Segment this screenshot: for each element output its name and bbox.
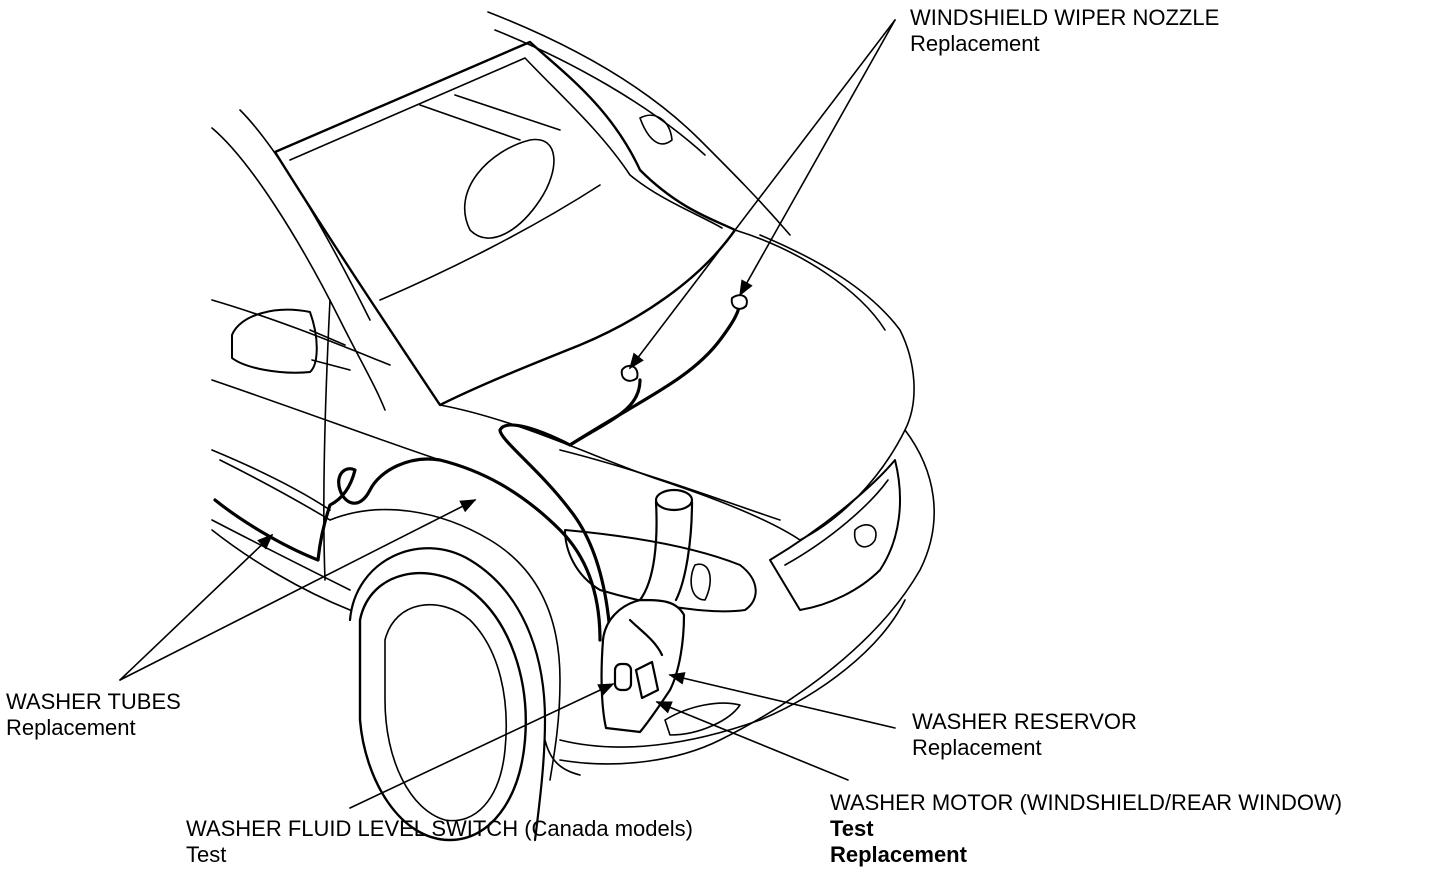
- rocker-panel: [211, 519, 351, 591]
- wiper-nozzle-right: [730, 294, 748, 310]
- leader-washer-motor: [655, 701, 849, 781]
- label-washer-tubes: WASHER TUBES Replacement: [6, 689, 181, 741]
- reservoir-filler-cap: [654, 488, 694, 512]
- wiper-nozzles: [620, 294, 748, 382]
- label-fluid-level-switch-action: Test: [186, 842, 227, 867]
- bumper-lower: [559, 599, 906, 748]
- headlight: [564, 529, 757, 613]
- wheel-arch: [348, 547, 547, 842]
- leader-washer-tubes-1: [119, 533, 274, 681]
- washer-tubes: [213, 298, 742, 692]
- door-gap: [323, 299, 331, 581]
- fender-line: [329, 508, 561, 781]
- leader-lines: [119, 19, 896, 809]
- hood-edge: [439, 234, 915, 541]
- grille-badge: [853, 524, 877, 548]
- label-washer-tubes-title: WASHER TUBES: [6, 689, 181, 714]
- grille-inner: [784, 479, 889, 566]
- interior-line: [419, 94, 561, 141]
- label-washer-motor-title: WASHER MOTOR (WINDSHIELD/REAR WINDOW): [830, 790, 1343, 815]
- grille: [769, 459, 901, 611]
- fog-light: [664, 702, 741, 736]
- washer-motor: [634, 660, 660, 700]
- washer-tube-nozzle-right: [568, 298, 742, 447]
- reservoir-inner: [628, 618, 664, 657]
- leader-washer-tubes-2: [119, 499, 477, 681]
- leader-washer-reservoir: [668, 672, 896, 729]
- leader-wiper-nozzle-left: [629, 19, 896, 370]
- body-bottom: [544, 739, 581, 776]
- fluid-level-switch: [613, 662, 633, 692]
- label-washer-reservoir-action: Replacement: [912, 735, 1042, 760]
- dashboard-line: [379, 184, 601, 301]
- label-fluid-level-switch: WASHER FLUID LEVEL SWITCH (Canada models…: [186, 816, 693, 868]
- door-molding: [211, 449, 331, 521]
- door-belt: [211, 379, 441, 461]
- label-fluid-level-switch-title: WASHER FLUID LEVEL SWITCH (Canada models…: [186, 816, 693, 841]
- washer-reservoir-assembly: [600, 488, 694, 734]
- a-pillar-left: [211, 127, 386, 411]
- roof-line-inner: [494, 29, 706, 156]
- label-washer-reservoir-title: WASHER RESERVOR: [912, 709, 1137, 734]
- label-wiper-nozzle-title: WINDSHIELD WIPER NOZZLE: [910, 5, 1220, 30]
- washer-tube-rear: [213, 457, 602, 642]
- roof-line: [487, 11, 791, 236]
- hood-crease: [559, 449, 781, 521]
- steering-wheel: [463, 138, 555, 239]
- tire-outer: [358, 571, 527, 842]
- front-bumper: [559, 429, 935, 765]
- door-bottom: [211, 529, 351, 611]
- wiper-nozzle-left: [620, 364, 639, 382]
- tire-inner: [384, 603, 508, 822]
- windshield-inner: [289, 57, 723, 229]
- label-wiper-nozzle-action: Replacement: [910, 31, 1040, 56]
- side-mirror: [231, 308, 318, 374]
- car-body: [211, 11, 935, 842]
- roof-antenna: [639, 114, 673, 145]
- reservoir-filler-neck: [638, 500, 694, 602]
- a-pillar-left-2: [239, 109, 371, 321]
- label-wiper-nozzle: WINDSHIELD WIPER NOZZLE Replacement: [910, 5, 1219, 57]
- windshield-frame: [273, 40, 737, 407]
- hood-center: [734, 229, 886, 331]
- headlight-lens: [690, 563, 711, 601]
- leader-fluid-level-switch: [349, 683, 615, 809]
- label-washer-motor-action-test: Test: [830, 816, 874, 841]
- label-washer-tubes-action: Replacement: [6, 715, 136, 740]
- label-washer-reservoir: WASHER RESERVOR Replacement: [912, 709, 1137, 761]
- door-top: [211, 299, 391, 366]
- label-washer-motor-action-replacement: Replacement: [830, 842, 967, 867]
- label-washer-motor: WASHER MOTOR (WINDSHIELD/REAR WINDOW) Te…: [830, 790, 1342, 868]
- leader-wiper-nozzle-right: [739, 19, 896, 297]
